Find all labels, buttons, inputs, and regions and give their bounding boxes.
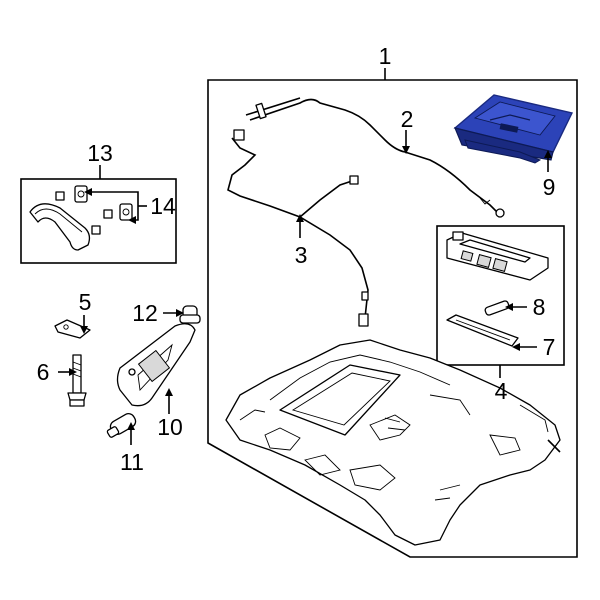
arrow-12 <box>176 309 184 317</box>
callout-3: 3 <box>295 242 308 268</box>
grab-handle-box <box>20 178 177 264</box>
arrow-14a <box>84 188 92 196</box>
callout-12: 12 <box>132 300 158 326</box>
callout-9: 9 <box>543 174 556 200</box>
screw <box>67 354 87 407</box>
callout-6: 6 <box>37 359 50 385</box>
arrow-3 <box>296 214 304 222</box>
callout-8: 8 <box>533 294 546 320</box>
overhead-console-highlighted[interactable] <box>453 94 574 164</box>
callout-4: 4 <box>495 378 508 404</box>
arrow-6 <box>69 368 77 376</box>
visor-clip <box>179 305 201 324</box>
arrow-14b <box>128 216 136 224</box>
lamp-lens <box>446 314 519 347</box>
arrow-9 <box>544 150 552 158</box>
arrow-2 <box>402 146 410 154</box>
callout-1: 1 <box>379 43 392 69</box>
lamp-bulb <box>484 300 510 316</box>
wire-harness-2 <box>245 97 505 218</box>
arrow-10 <box>165 388 173 396</box>
callout-5: 5 <box>79 289 92 315</box>
arrow-7 <box>512 343 520 351</box>
visor-bracket <box>54 319 91 339</box>
arrow-8 <box>505 303 513 311</box>
arrow-11 <box>127 422 135 430</box>
assembly-frame <box>207 79 578 558</box>
visor-holder <box>106 412 137 438</box>
grab-handle <box>29 203 91 251</box>
callout-10: 10 <box>157 414 183 440</box>
callout-7: 7 <box>543 334 556 360</box>
callout-2: 2 <box>401 106 414 132</box>
map-lamp-housing <box>446 231 549 281</box>
callout-11: 11 <box>120 449 144 475</box>
sun-visor <box>116 323 196 407</box>
arrow-5 <box>80 326 88 334</box>
wire-harness-3 <box>227 129 369 327</box>
callout-14: 14 <box>150 193 176 219</box>
handle-clips <box>55 185 133 235</box>
callout-13: 13 <box>87 140 113 166</box>
headliner <box>225 339 561 546</box>
